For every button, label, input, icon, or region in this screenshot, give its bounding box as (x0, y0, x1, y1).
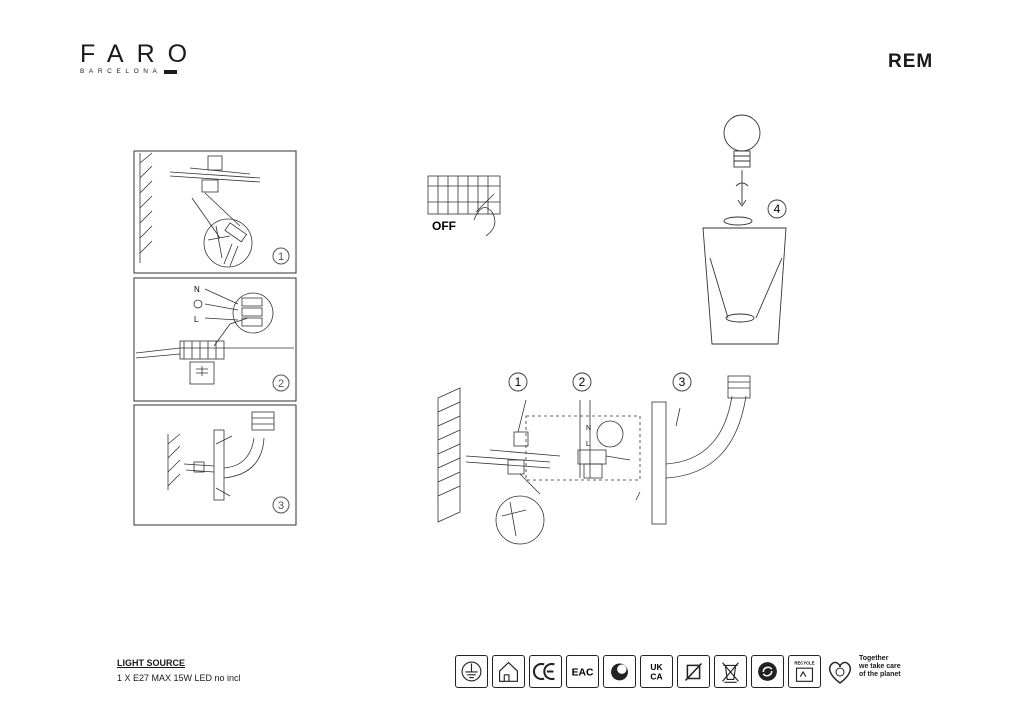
step-3-number: 3 (278, 500, 284, 512)
main-step-2-badge (572, 372, 592, 392)
bulb-shade-drawing: 4 (702, 114, 787, 345)
brand-subtitle-text: BARCELONA (80, 68, 162, 75)
step-1-badge (272, 247, 290, 265)
panel-2-drawing (135, 288, 294, 385)
ukca-line-1: UK (650, 662, 663, 672)
step-1-number: 1 (278, 251, 284, 263)
step-3-badge (272, 496, 290, 514)
panel-1-drawing (139, 152, 261, 268)
panel-2 (133, 277, 297, 402)
main-step-1-number: 1 (515, 375, 522, 389)
tagline: Together we take care of the planet (859, 655, 901, 688)
light-source-spec: 1 X E27 MAX 15W LED no incl (117, 673, 241, 683)
step-2-number: 2 (278, 378, 284, 390)
step-panels: 1 N L 2 3 (133, 150, 297, 526)
recycle-icon (751, 655, 784, 688)
main-assembly-drawing: 1 2 3 N L (437, 372, 751, 545)
tagline-line-2: we take care (859, 663, 901, 670)
brand-logo: FARO BARCELONA (80, 40, 201, 76)
recycle-box-text: RECYCLE (794, 660, 814, 665)
tagline-line-3: of the planet (859, 671, 901, 678)
tagline-line-1: Together (859, 655, 889, 662)
breaker-switch-drawing: OFF (427, 175, 501, 237)
switch-off-label: OFF (432, 219, 456, 233)
eac-text: EAC (572, 668, 594, 679)
panel-3 (133, 404, 297, 526)
panel-3-drawing (167, 411, 275, 501)
indoor-use-icon (492, 655, 525, 688)
main-step-3-number: 3 (679, 375, 686, 389)
main-line-label: L (586, 441, 590, 448)
weee-bin-icon (714, 655, 747, 688)
ce-mark-icon (529, 655, 562, 688)
main-step-2-number: 2 (579, 375, 586, 389)
step-4-number: 4 (774, 202, 781, 216)
ukca-line-2: CA (650, 671, 662, 681)
main-step-3-badge (672, 372, 692, 392)
brand-name: FARO (80, 40, 201, 68)
panel-2-line-label: L (194, 315, 199, 324)
step-2-badge (272, 374, 290, 392)
model-name: REM (888, 51, 934, 72)
recycle-box-icon: RECYCLE (788, 655, 821, 688)
panel-1 (133, 150, 297, 274)
class-1-earth-icon (455, 655, 488, 688)
brand-subtitle: BARCELONA (80, 68, 200, 75)
brand-bar (163, 69, 177, 74)
main-neutral-label: N (586, 425, 591, 432)
planet-heart-icon (828, 661, 852, 684)
dimmable-icon (603, 655, 636, 688)
panel-2-neutral-label: N (194, 285, 200, 294)
main-step-1-badge (508, 372, 528, 392)
light-source-block: LIGHT SOURCE 1 X E27 MAX 15W LED no incl (117, 656, 241, 686)
eac-mark-icon: EAC (566, 655, 599, 688)
light-source-title: LIGHT SOURCE (117, 658, 186, 668)
no-sensor-icon (677, 655, 710, 688)
